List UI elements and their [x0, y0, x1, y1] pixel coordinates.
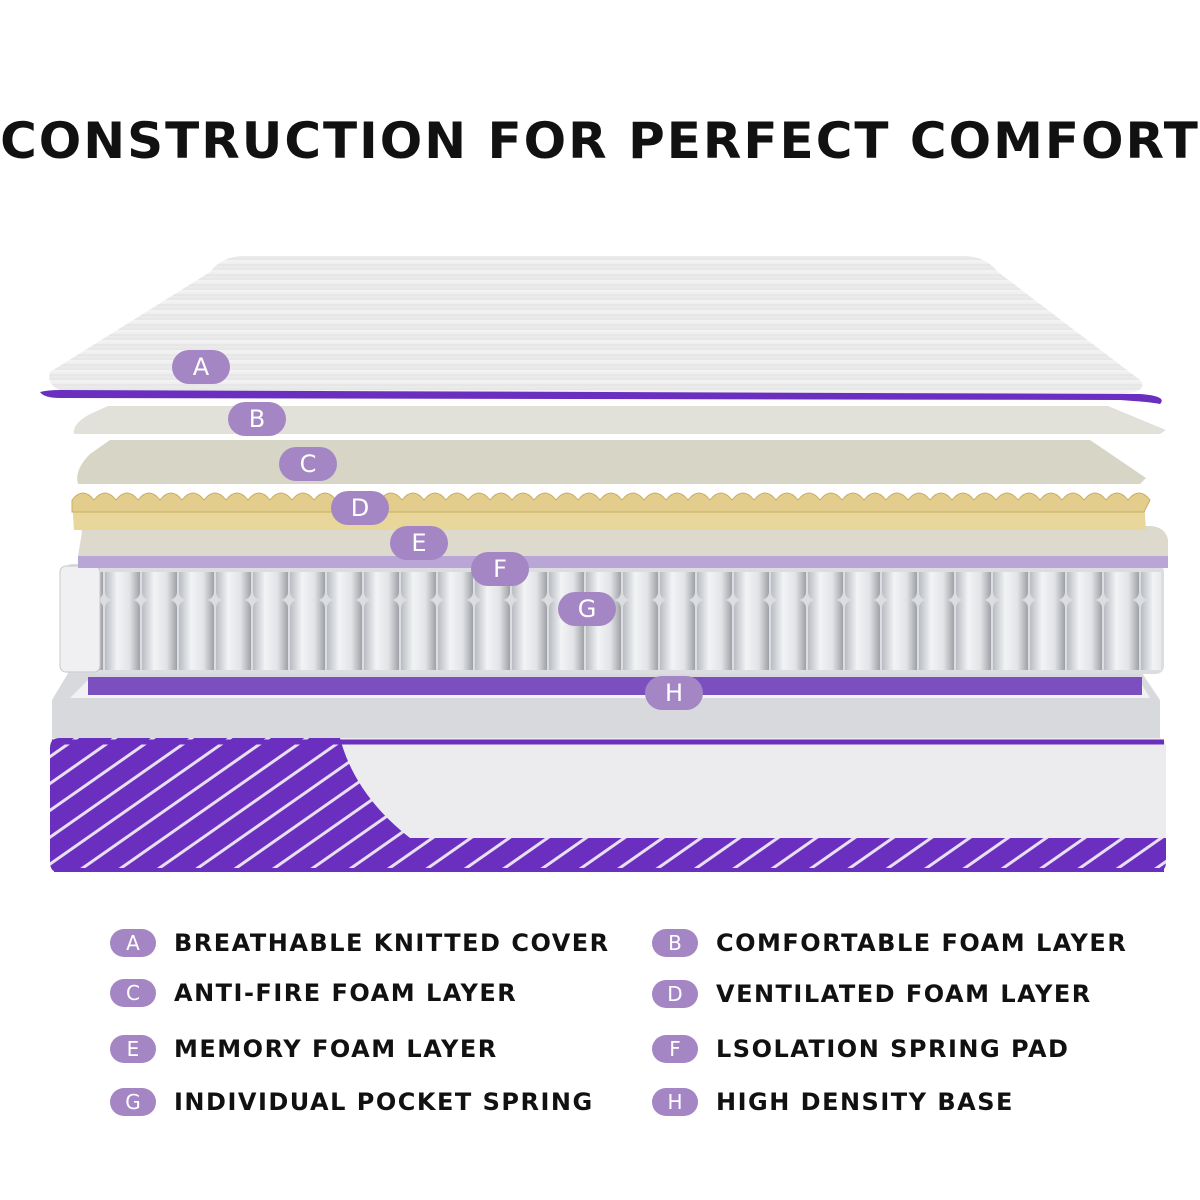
legend-item-b: B COMFORTABLE FOAM LAYER [652, 929, 1127, 957]
legend-label: BREATHABLE KNITTED COVER [174, 929, 610, 957]
legend-label: MEMORY FOAM LAYER [174, 1035, 498, 1063]
base-layer [50, 670, 1166, 872]
label-badge-e: E [390, 526, 448, 560]
legend-label: INDIVIDUAL POCKET SPRING [174, 1088, 594, 1116]
legend-item-e: E MEMORY FOAM LAYER [110, 1035, 498, 1063]
isolation-pad-layer [78, 555, 1168, 568]
label-badge-b: B [228, 402, 286, 436]
legend-item-d: D VENTILATED FOAM LAYER [652, 980, 1092, 1008]
legend-badge: C [110, 979, 156, 1007]
page-title: CONSTRUCTION FOR PERFECT COMFORT [0, 112, 1200, 170]
legend-badge: B [652, 929, 698, 957]
legend-item-a: A BREATHABLE KNITTED COVER [110, 929, 610, 957]
legend-badge: F [652, 1035, 698, 1063]
legend-badge: E [110, 1035, 156, 1063]
legend-item-f: F LSOLATION SPRING PAD [652, 1035, 1069, 1063]
label-badge-g: G [558, 592, 616, 626]
memory-foam-layer [78, 526, 1168, 556]
legend-label: ANTI-FIRE FOAM LAYER [174, 979, 518, 1007]
legend-label: LSOLATION SPRING PAD [716, 1035, 1070, 1063]
label-badge-a: A [172, 350, 230, 384]
legend-label: VENTILATED FOAM LAYER [716, 980, 1092, 1008]
knitted-cover-layer [40, 256, 1162, 404]
anti-fire-foam-layer [77, 440, 1147, 484]
comfort-foam-layer [73, 406, 1166, 434]
ventilated-foam-layer [71, 492, 1151, 530]
label-badge-d: D [331, 491, 389, 525]
legend-item-g: G INDIVIDUAL POCKET SPRING [110, 1088, 594, 1116]
legend-badge: D [652, 980, 698, 1008]
legend-badge: G [110, 1088, 156, 1116]
legend-item-h: H HIGH DENSITY BASE [652, 1088, 1014, 1116]
label-badge-f: F [471, 552, 529, 586]
label-badge-h: H [645, 676, 703, 710]
legend-badge: A [110, 929, 156, 957]
spring-layer [59, 564, 1164, 674]
label-badge-c: C [279, 447, 337, 481]
legend-label: HIGH DENSITY BASE [716, 1088, 1014, 1116]
legend-label: COMFORTABLE FOAM LAYER [716, 929, 1128, 957]
legend-item-c: C ANTI-FIRE FOAM LAYER [110, 979, 517, 1007]
legend-badge: H [652, 1088, 698, 1116]
